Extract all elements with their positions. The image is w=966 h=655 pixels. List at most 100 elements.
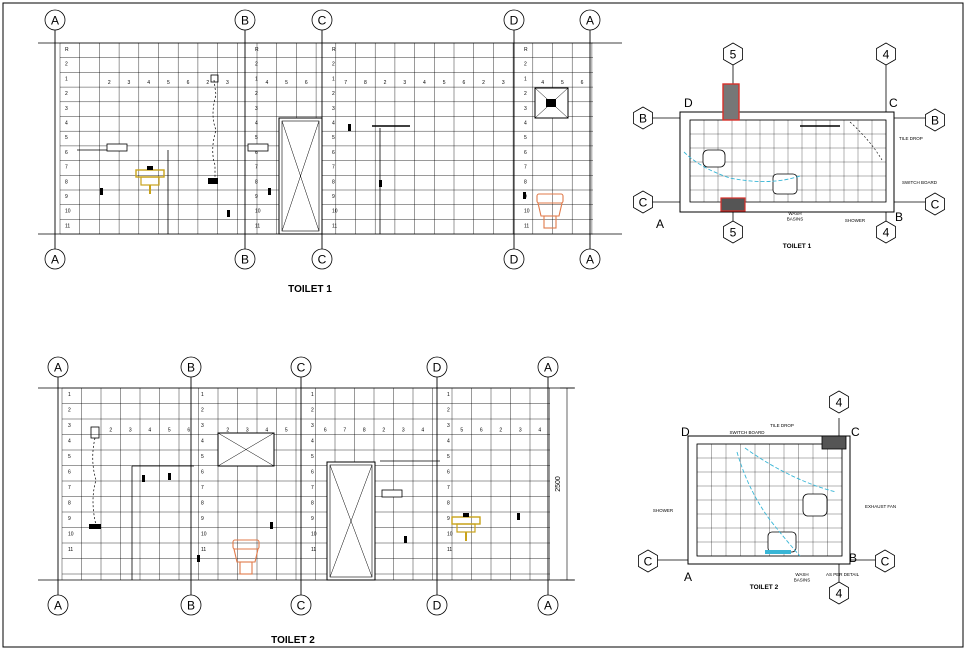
door-elev-1	[278, 117, 323, 235]
grid-bubble-bottom-d: D	[503, 248, 525, 270]
row-number: 4	[311, 439, 314, 445]
grid-bubble-label: 4	[836, 587, 843, 601]
row-number: 9	[447, 516, 450, 522]
grid-bubble-label: B	[639, 112, 647, 126]
label-exhaust-fan: EXHAUST FAN	[865, 504, 896, 509]
row-number: 2	[524, 91, 527, 97]
socket-mark	[404, 536, 407, 543]
label-shower: SHOWER	[845, 218, 866, 223]
band-number: 5	[167, 80, 170, 86]
band-number: 3	[246, 428, 249, 434]
grid-bubble-hexagon	[633, 106, 653, 130]
grid-bubble-circle	[180, 594, 202, 616]
shower-pipe	[208, 74, 219, 184]
row-number: 5	[65, 135, 68, 141]
grid-bubble-c-left: C	[633, 190, 653, 214]
row-number: 1	[311, 392, 314, 398]
door-diagonal	[329, 464, 373, 578]
row-number: 6	[524, 150, 527, 156]
band-number: 6	[305, 80, 308, 86]
grid-bubble-bottom-c: C	[290, 594, 312, 616]
grid-bubble-label: C	[644, 555, 653, 569]
grid-bubble-label: B	[241, 253, 249, 267]
tap	[463, 513, 469, 517]
row-number: 10	[255, 209, 261, 215]
row-number: 1	[255, 76, 258, 82]
row-number: 5	[68, 454, 71, 460]
grid-bubble-hexagon	[925, 108, 945, 132]
socket-mark	[197, 555, 200, 562]
band-number: 2	[384, 80, 387, 86]
grid-bubble-label: A	[544, 361, 552, 375]
row-number: 11	[65, 223, 70, 229]
row-number: 3	[447, 423, 450, 429]
grid-bubble-hexagon	[829, 581, 849, 605]
socket-mark	[142, 475, 145, 482]
shower-head	[90, 426, 100, 439]
duct-top	[821, 435, 847, 450]
row-number: 2	[332, 62, 335, 68]
row-number: R	[65, 47, 69, 53]
grid-bubble-circle	[311, 248, 333, 270]
wc-plan	[802, 493, 828, 517]
grid-bubble-label: C	[297, 361, 306, 375]
band-number: 4	[541, 80, 544, 86]
grid-bubble-circle	[503, 9, 525, 31]
grid-bubble-label: A	[54, 361, 62, 375]
row-number: 2	[311, 408, 314, 414]
grid-bubble-label: D	[510, 253, 519, 267]
bowl	[233, 548, 259, 563]
label-switch-board: SWITCH BOARD	[729, 430, 765, 435]
socket-mark	[270, 522, 273, 529]
grid-bubble-label: 4	[883, 48, 890, 62]
grid-bubble-label: B	[187, 361, 195, 375]
grid-bubble-circle	[290, 356, 312, 378]
grid-bubble-circle	[180, 356, 202, 378]
band-number: 2	[108, 80, 111, 86]
row-number: 4	[524, 121, 527, 127]
row-number: 11	[332, 223, 337, 229]
row-number: 3	[255, 106, 258, 112]
wash-basin-elev-2	[451, 513, 481, 541]
grid-bubble-4-top: 4	[829, 390, 849, 414]
title-toilet-1: TOILET 1	[288, 284, 332, 295]
elevation-toilet-1: AABBCCDDAAR21234567891011R21234567891011…	[38, 9, 622, 270]
toilet-elev-2	[232, 539, 260, 575]
exhaust-fan-box	[534, 87, 569, 119]
row-number: 7	[524, 165, 527, 171]
basin-bowl	[456, 523, 476, 533]
row-number: 2	[65, 62, 68, 68]
socket-mark	[348, 124, 351, 131]
grid-bubble-b-left: B	[633, 106, 653, 130]
grid-bubble-c-right: C	[925, 192, 945, 216]
grid-bubble-label: B	[187, 599, 195, 613]
row-number: 11	[524, 223, 529, 229]
grid-bubble-bottom-d: D	[426, 594, 448, 616]
cistern	[536, 193, 564, 204]
corner-label-d: D	[684, 96, 693, 110]
pedestal	[543, 215, 557, 229]
grid-bubble-top-b: B	[234, 9, 256, 31]
row-number: 10	[201, 532, 207, 538]
grid-bubble-bottom-c: C	[311, 248, 333, 270]
band-number: 5	[460, 428, 463, 434]
exhaust-fan-box	[217, 432, 275, 467]
row-number: 3	[68, 423, 71, 429]
band-number: 3	[129, 428, 132, 434]
row-number: 7	[311, 485, 314, 491]
grid-bubble-circle	[579, 9, 601, 31]
band-number: 4	[148, 428, 151, 434]
plan-title-toilet-2: TOILET 2	[750, 584, 779, 591]
row-number: 3	[311, 423, 314, 429]
row-number: 8	[332, 179, 335, 185]
grid-bubble-label: D	[510, 14, 519, 28]
grid-bubble-label: 4	[883, 226, 890, 240]
label-as-per-detail: AS PER DETAIL	[826, 572, 860, 577]
grid-bubble-label: C	[881, 555, 890, 569]
row-number: 5	[524, 135, 527, 141]
row-number: 8	[68, 501, 71, 507]
band-number: 7	[343, 428, 346, 434]
band-number: 3	[502, 80, 505, 86]
